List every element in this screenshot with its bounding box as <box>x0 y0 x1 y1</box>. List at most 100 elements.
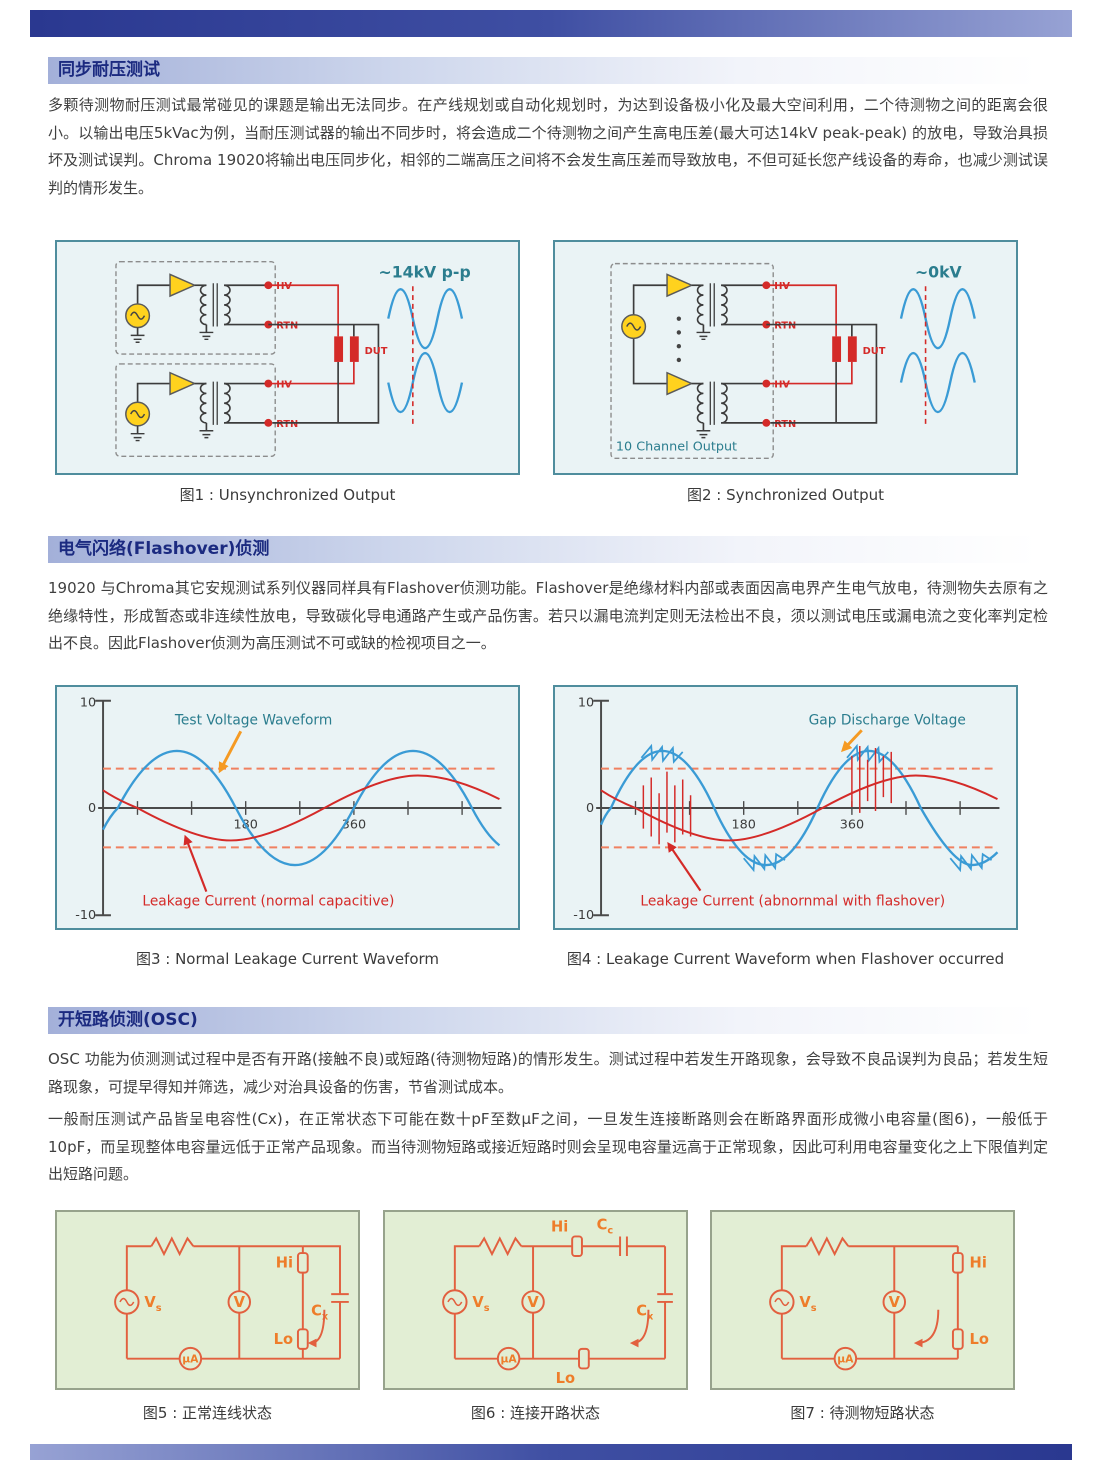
figure6-caption: 图6 : 连接开路状态 <box>470 1404 601 1422</box>
bottom-decorative-bar <box>30 1444 1072 1460</box>
circuit-loop-wires <box>453 1245 667 1360</box>
output-sine-wave-bottom <box>387 351 464 414</box>
hi-label: Hi <box>970 1255 987 1272</box>
y-zero-label: 0 <box>88 801 96 816</box>
transformer-icon-bottom <box>194 381 231 439</box>
y-max-label: 10 <box>578 696 594 711</box>
hv-label-bottom: HV <box>276 379 292 390</box>
output-sine-wave-bottom <box>899 351 976 414</box>
cx-capacitor-icon <box>331 1293 349 1303</box>
channel-ellipsis-dot <box>676 344 682 349</box>
lo-terminal <box>951 1328 964 1350</box>
cx-branch-wires <box>302 1245 341 1360</box>
transformer-icon-top <box>194 283 231 341</box>
section-header-osc: 开短路侦测(OSC) <box>48 1007 1038 1034</box>
wire <box>780 1245 807 1291</box>
amplifier-icon-top <box>666 273 694 298</box>
lo-label: Lo <box>556 1370 575 1387</box>
y-zero-label: 0 <box>586 801 594 816</box>
circuit-loop-wires <box>780 1245 959 1360</box>
lo-terminal <box>296 1328 309 1350</box>
cx-capacitor-icon <box>657 1293 673 1303</box>
ac-source-bottom-icon <box>125 382 171 442</box>
figure-flashover-waveform: 10 0 -10 180 360 Gap Discharge Voltage L… <box>553 685 1018 930</box>
sine-glyph <box>119 1297 135 1307</box>
current-pointer-arrow-icon <box>667 841 702 892</box>
output-sine-wave-top <box>387 288 464 350</box>
voltmeter-label: V <box>234 1294 246 1311</box>
amplifier-icon-top <box>169 273 197 298</box>
sine-glyph <box>774 1297 790 1307</box>
sine-glyph <box>447 1297 463 1307</box>
rtn-label-top: RTN <box>774 321 796 332</box>
secondary-wires-top <box>224 284 269 326</box>
hi-label: Hi <box>276 1255 293 1272</box>
y-min-label: -10 <box>75 908 96 923</box>
figure5-caption: 图5 : 正常连线状态 <box>142 1404 273 1422</box>
secondary-wires-bottom <box>224 382 269 424</box>
voltmeter-label: V <box>889 1294 901 1311</box>
voltage-difference-label: ~0kV <box>915 262 963 281</box>
ammeter-label: μA <box>182 1353 199 1366</box>
voltage-pointer-arrow-icon <box>218 730 243 774</box>
current-path-arrow-icon <box>913 1309 940 1348</box>
current-path-arrow-icon <box>307 1309 326 1348</box>
figure4-caption: 图4 : Leakage Current Waveform when Flash… <box>566 950 1005 968</box>
x-180-label: 180 <box>732 818 756 833</box>
hi-label: Hi <box>551 1219 568 1236</box>
source-label: Vs <box>144 1294 161 1314</box>
lo-label: Lo <box>274 1331 293 1348</box>
channel-box-top <box>115 260 276 355</box>
y-max-label: 10 <box>80 696 96 711</box>
section-header-sync-test: 同步耐压测试 <box>48 57 1038 84</box>
voltmeter-icon <box>227 1290 252 1314</box>
ammeter-label: μA <box>837 1353 854 1366</box>
chart-axes <box>593 699 1000 917</box>
leakage-current-label: Leakage Current (normal capacitive) <box>142 893 394 909</box>
output-sine-wave-top <box>899 288 976 350</box>
channel-box <box>610 262 774 459</box>
figure7-caption: 图7 : 待测物短路状态 <box>790 1404 935 1422</box>
hi-terminal <box>296 1252 309 1274</box>
rtn-node-bottom <box>762 418 771 427</box>
voltmeter-icon <box>521 1290 545 1314</box>
dut-network: DUT <box>268 284 388 424</box>
source-label: Vs <box>472 1294 489 1314</box>
resistor-icon <box>805 1236 850 1257</box>
figure2-caption: 图2 : Synchronized Output <box>687 486 884 504</box>
figure-short-circuit: V Vs μA Hi Lo <box>710 1210 1015 1390</box>
dut-resistor <box>334 336 344 362</box>
figure3-caption: 图3 : Normal Leakage Current Waveform <box>135 950 440 968</box>
lo-label: Lo <box>970 1331 989 1348</box>
threshold-dashed-lines <box>103 767 500 849</box>
amplifier-icon-bottom <box>666 371 694 396</box>
hv-label-top: HV <box>276 281 292 292</box>
test-voltage-label: Test Voltage Waveform <box>174 712 332 728</box>
ammeter-icon <box>178 1346 203 1371</box>
section-header-flashover: 电气闪络(Flashover)侦测 <box>48 536 1038 563</box>
hi-terminal <box>951 1252 964 1274</box>
leakage-current-label: Leakage Current (abnornmal with flashove… <box>640 893 945 909</box>
rtn-label-bottom: RTN <box>774 419 796 430</box>
dut-resistor <box>832 336 842 362</box>
lo-terminal <box>578 1347 590 1370</box>
hv-label-bottom: HV <box>774 379 790 390</box>
threshold-dashed-lines <box>601 767 998 849</box>
resistor-icon <box>150 1236 195 1257</box>
current-pointer-arrow-icon <box>183 834 208 892</box>
current-path-arrow-icon <box>629 1309 650 1348</box>
dut-resistor <box>349 336 359 362</box>
channel-ellipsis-dot <box>676 357 682 363</box>
rtn-label-top: RTN <box>276 321 298 332</box>
channel-output-label: 10 Channel Output <box>616 439 737 454</box>
resistor-icon <box>478 1236 523 1257</box>
voltage-difference-label: ~14kV p-p <box>379 262 471 281</box>
ammeter-icon <box>496 1346 521 1371</box>
circuit-loop-wires <box>125 1245 304 1360</box>
figure-synchronized-output: HV RTN HV RTN 10 Channel Output <box>553 240 1018 475</box>
cc-capacitor-icon <box>619 1236 628 1256</box>
y-min-label: -10 <box>573 908 594 923</box>
discharge-spikes <box>642 746 892 845</box>
cc-label: Cc <box>597 1217 614 1237</box>
figure-normal-leakage-waveform: 10 0 -10 180 360 Test Voltage Waveform L… <box>55 685 520 930</box>
